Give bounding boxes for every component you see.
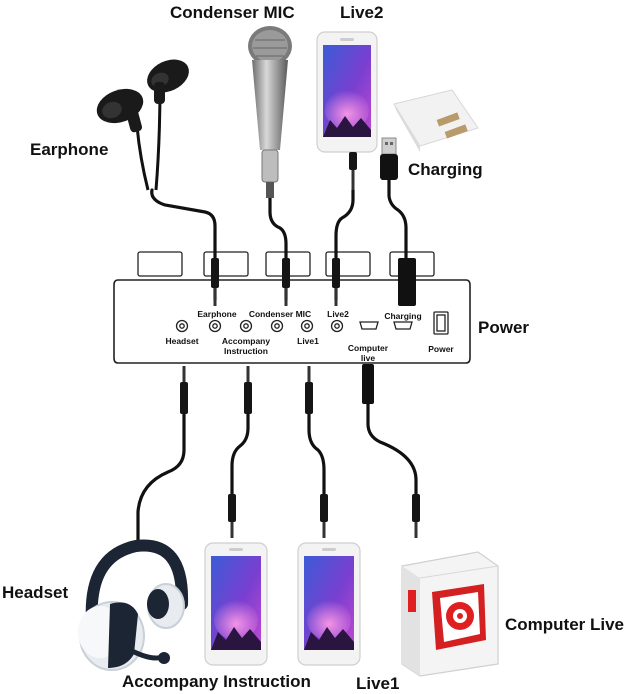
phone-icon [297, 542, 361, 666]
power-label: Power [478, 318, 530, 337]
panel-computer-line1: Computer [347, 343, 389, 353]
panel-accompany-line2: Instruction [224, 346, 268, 356]
panel-live1-label: Live1 [297, 336, 319, 346]
earphone-label: Earphone [30, 140, 109, 159]
computer-live-label: Computer Live [505, 615, 625, 634]
panel-live2-label: Live2 [327, 309, 349, 319]
condenser-mic-label: Condenser MIC [170, 3, 295, 22]
panel-computer-live-label: Computer live [344, 343, 392, 363]
microphone-icon [248, 26, 292, 198]
headset-label: Headset [2, 583, 69, 602]
sound-card-device [113, 279, 471, 364]
panel-condenser-mic-label: Condenser MIC [248, 309, 312, 319]
panel-charging-label: Charging [384, 311, 422, 321]
panel-computer-line2: live [360, 353, 376, 363]
computer-tower-icon [401, 551, 499, 677]
live1-label: Live1 [356, 674, 400, 693]
bottom-cables [136, 400, 418, 547]
panel-power-label: Power [428, 344, 454, 354]
bottom-jack-plugs [180, 364, 420, 538]
usb-plug-icon [380, 137, 398, 180]
panel-accompany-label: Accompany Instruction [216, 336, 276, 356]
phone-icon [204, 542, 268, 666]
device-ports [175, 311, 449, 335]
earphone-icon [96, 59, 189, 191]
panel-accompany-line1: Accompany [221, 336, 271, 346]
panel-earphone-label: Earphone [197, 309, 237, 319]
phone-icon [316, 31, 378, 190]
top-jack-plugs [211, 258, 416, 306]
usb-charger-icon [393, 89, 479, 152]
live2-label: Live2 [340, 3, 384, 22]
panel-headset-label: Headset [165, 336, 199, 346]
charging-label: Charging [408, 160, 483, 179]
headset-icon [78, 539, 189, 671]
top-cables [150, 176, 408, 302]
accompany-instruction-label: Accompany Instruction [122, 672, 311, 691]
